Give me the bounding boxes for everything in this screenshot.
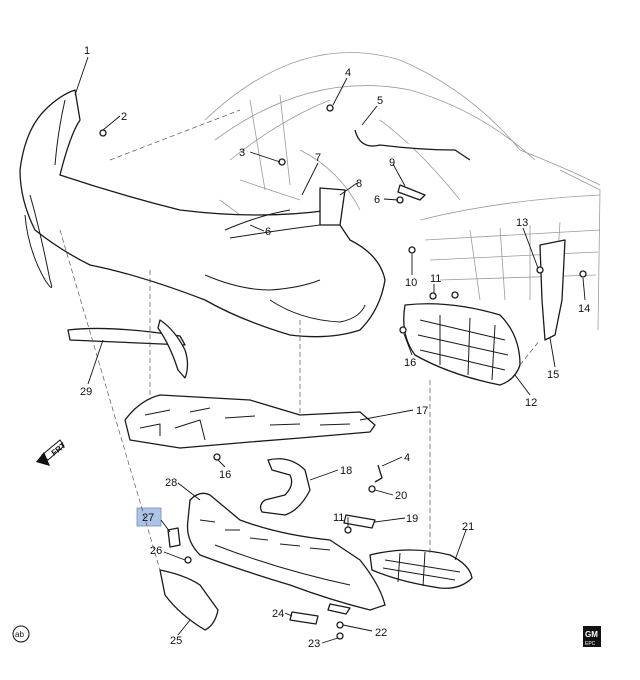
callout-2: 2 [121, 111, 127, 123]
footer-badge-text: ab [15, 630, 24, 639]
callout-7: 7 [315, 152, 321, 164]
callout-18: 18 [340, 465, 352, 477]
fog-lamp-grille-upper [403, 303, 521, 386]
callout-3: 3 [239, 147, 245, 159]
gm-logo-subtext: EPC [585, 641, 596, 647]
callout-6-left: 6 [265, 226, 271, 238]
gm-logo: GM EPC [583, 626, 601, 647]
callout-19: 19 [406, 513, 418, 525]
callout-21: 21 [462, 521, 474, 533]
highlighted-callout-box [136, 507, 162, 527]
callout-5: 5 [377, 95, 383, 107]
callout-10: 10 [405, 277, 417, 289]
small-fasteners [99, 104, 587, 640]
fog-lamp-grille-lower [369, 549, 473, 589]
callout-25: 25 [170, 635, 182, 647]
callout-29: 29 [80, 386, 92, 398]
side-deflector [159, 569, 219, 631]
fascia-support-bracket [124, 394, 376, 449]
callout-26: 26 [150, 545, 162, 557]
callout-23: 23 [308, 638, 320, 650]
callout-6-right: 6 [374, 194, 380, 206]
callout-9: 9 [389, 157, 395, 169]
callout-1: 1 [84, 45, 90, 57]
callout-28: 28 [165, 477, 177, 489]
callout-22: 22 [375, 627, 387, 639]
front-bumper-fascia [19, 89, 386, 338]
footer-badge: ab [12, 625, 30, 643]
callout-16-upper: 16 [404, 357, 416, 369]
callout-24: 24 [272, 608, 284, 620]
side-bracket [539, 239, 566, 341]
callout-11-lower: 11 [333, 512, 344, 524]
highlighted-part-clip [167, 527, 181, 548]
callout-labels: 1 2 3 4 5 7 8 9 6 6 10 11 13 14 15 16 12… [80, 45, 590, 650]
callout-27: 27 [142, 512, 154, 524]
callout-15: 15 [547, 369, 559, 381]
callout-14: 14 [578, 303, 590, 315]
lower-valance [186, 492, 386, 611]
callout-20: 20 [395, 490, 407, 502]
leader-lines [74, 56, 586, 644]
front-direction-marker: FRT [36, 439, 68, 466]
callout-4-lower: 4 [404, 452, 410, 464]
callout-4: 4 [345, 67, 351, 79]
callout-12: 12 [525, 397, 537, 409]
gm-logo-text: GM [585, 630, 598, 639]
lower-trim-strip [67, 327, 186, 346]
front-marker-label: FRT [50, 441, 68, 458]
callout-8: 8 [356, 178, 362, 190]
callout-11-upper: 11 [430, 273, 441, 285]
center-bracket [259, 458, 311, 516]
callout-13: 13 [516, 217, 528, 229]
callout-16-lower: 16 [219, 469, 231, 481]
side-trim-piece [157, 319, 189, 379]
projection-lines [59, 109, 541, 571]
callout-17: 17 [416, 405, 428, 417]
